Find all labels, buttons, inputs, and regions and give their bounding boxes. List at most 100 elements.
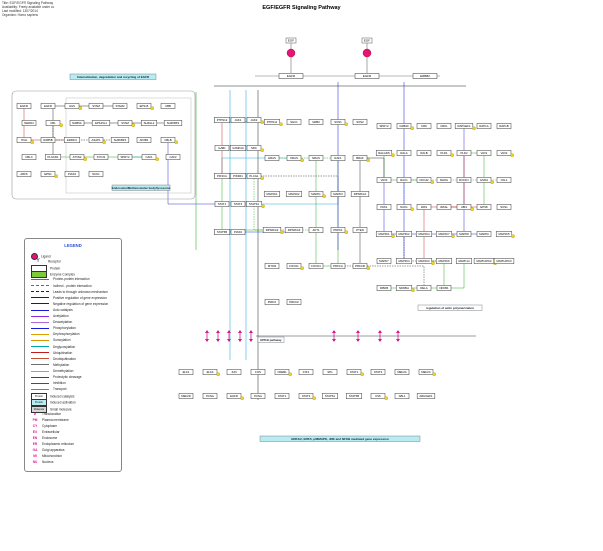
- node-label: MAPK14: [458, 259, 469, 263]
- interaction-edge: [167, 140, 222, 205]
- modification-marker: [54, 174, 58, 178]
- modification-marker: [431, 261, 435, 265]
- node-epn1: EPN1: [40, 171, 58, 178]
- modification-marker: [83, 157, 87, 161]
- node-label: SOS2: [356, 120, 364, 124]
- node-label: PTPN12: [217, 118, 228, 122]
- node-jak2: JAK2: [246, 117, 264, 124]
- legend-line-sample: [31, 370, 49, 372]
- node-label: NEDD4: [24, 121, 34, 125]
- node-label: VAV1: [481, 151, 488, 155]
- node-label: MAP2K5: [498, 232, 509, 236]
- ligand-egf-0: EGF: [285, 37, 297, 73]
- legend-line-sample: [31, 382, 49, 384]
- node-label: CRKL: [440, 124, 448, 128]
- node-stam: STAM: [88, 103, 104, 109]
- node-label: CFL1: [501, 178, 508, 182]
- node-label: RALGDS: [378, 151, 390, 155]
- node-map2k2: MAP2K2: [285, 191, 303, 197]
- node-label: STAM: [121, 121, 129, 125]
- legend-location-icon: PM: [32, 417, 38, 422]
- modification-marker: [78, 106, 82, 110]
- node-stat5b: STAT5B: [213, 229, 231, 235]
- legend-label: Induced activation: [50, 400, 76, 405]
- modification-marker: [131, 123, 135, 127]
- node-label: SOS1: [334, 120, 342, 124]
- modification-marker: [470, 207, 474, 211]
- node-raf1: RAF1: [330, 155, 346, 161]
- translocation-icon: [227, 330, 231, 342]
- node-label: GRB2: [312, 120, 320, 124]
- node-mapk1: MAPK1: [308, 191, 326, 198]
- node-label: JAK1: [235, 118, 242, 122]
- node-atf1: ATF1: [298, 369, 314, 375]
- legend-label: Negative regulation of gene expression: [53, 301, 109, 306]
- node-rela: RELA: [416, 285, 432, 291]
- legend-title: LEGEND: [64, 243, 82, 248]
- legend-label: Indirect - protein interaction: [53, 283, 92, 288]
- node-label: ABI1: [461, 205, 468, 209]
- node-eps15: EPS15: [136, 103, 154, 110]
- complex-icon: [31, 271, 47, 279]
- node-label: STAT5A: [325, 394, 335, 398]
- node-shc1: SHC1: [286, 119, 302, 125]
- interaction-edge: [52, 105, 120, 157]
- node-mapk8: MAPK8: [456, 231, 472, 237]
- node-plscr1: PLSCR1: [44, 154, 62, 160]
- node-vav3: VAV3: [376, 177, 392, 183]
- node-map2k7: MAP2K7: [435, 231, 455, 238]
- node-rab5a: RAB5A: [69, 120, 85, 126]
- node-label: KRAS: [290, 156, 298, 160]
- node-label: RAB5A: [72, 121, 81, 125]
- node-pak1: PAK1: [376, 204, 392, 210]
- node-eps8: EPS8: [476, 204, 492, 210]
- modification-marker: [366, 266, 370, 270]
- node-sh3kbp1: SH3KBP1: [163, 120, 183, 126]
- modification-marker: [102, 140, 106, 144]
- node-rock1: ROCK1: [456, 177, 472, 183]
- legend-label: Demethylation: [53, 368, 74, 373]
- node-label: PLCG1: [249, 174, 259, 178]
- node-elk4: ELK4: [202, 369, 220, 376]
- node-mtor: MTOR: [264, 263, 280, 269]
- node-stat3: STAT3: [370, 369, 386, 375]
- node-stat3: STAT3: [298, 393, 316, 400]
- modification-marker: [312, 396, 316, 400]
- node-stat5a: STAT5A: [321, 393, 339, 399]
- node-label: RAP1B: [499, 124, 508, 128]
- node-wasl: WASL: [436, 204, 452, 210]
- legend-line-sample: [31, 340, 49, 342]
- node-ap2b1: AP2B1: [136, 137, 152, 143]
- legend-row: Acetylation: [31, 314, 69, 318]
- node-label: MAP3K4: [398, 259, 409, 263]
- node-foxo1: FOXO1: [286, 263, 304, 270]
- node-label: ATXN2: [73, 155, 82, 159]
- node-pcna: PCNA: [202, 393, 218, 399]
- legend-label: Acetylation: [53, 314, 69, 318]
- node-asap1: ASAP1: [88, 137, 106, 144]
- legend-row: Ligand: [31, 253, 51, 260]
- node-cblb: CBLB: [160, 137, 178, 144]
- node-ralb: RALB: [416, 150, 432, 156]
- node-label: STAT3: [234, 202, 243, 206]
- node-label: STAT5B: [349, 394, 359, 398]
- node-stam: STAM: [117, 120, 135, 127]
- node-label: MAP2K2: [288, 192, 299, 196]
- node-pik3r1: PIK3R1: [229, 173, 247, 179]
- node-label: MAPK7: [379, 259, 389, 263]
- node-mapkapk2: MAPKAPK2: [473, 258, 497, 265]
- receptor-label: EGFR: [363, 74, 372, 78]
- node-label: STAM: [92, 104, 100, 108]
- node-label: EPS15L1: [95, 121, 107, 125]
- modification-marker: [451, 234, 455, 238]
- node-sos1: SOS1: [496, 204, 512, 210]
- node-map2k6: MAP2K6: [435, 258, 453, 264]
- node-cfl1: CFL1: [496, 177, 512, 183]
- modification-marker: [280, 230, 284, 234]
- node-braf: BRAF: [352, 155, 370, 162]
- node-label: MAPK3: [333, 192, 343, 196]
- node-egfr: EGFR: [16, 103, 32, 109]
- node-label: RALB: [420, 151, 427, 155]
